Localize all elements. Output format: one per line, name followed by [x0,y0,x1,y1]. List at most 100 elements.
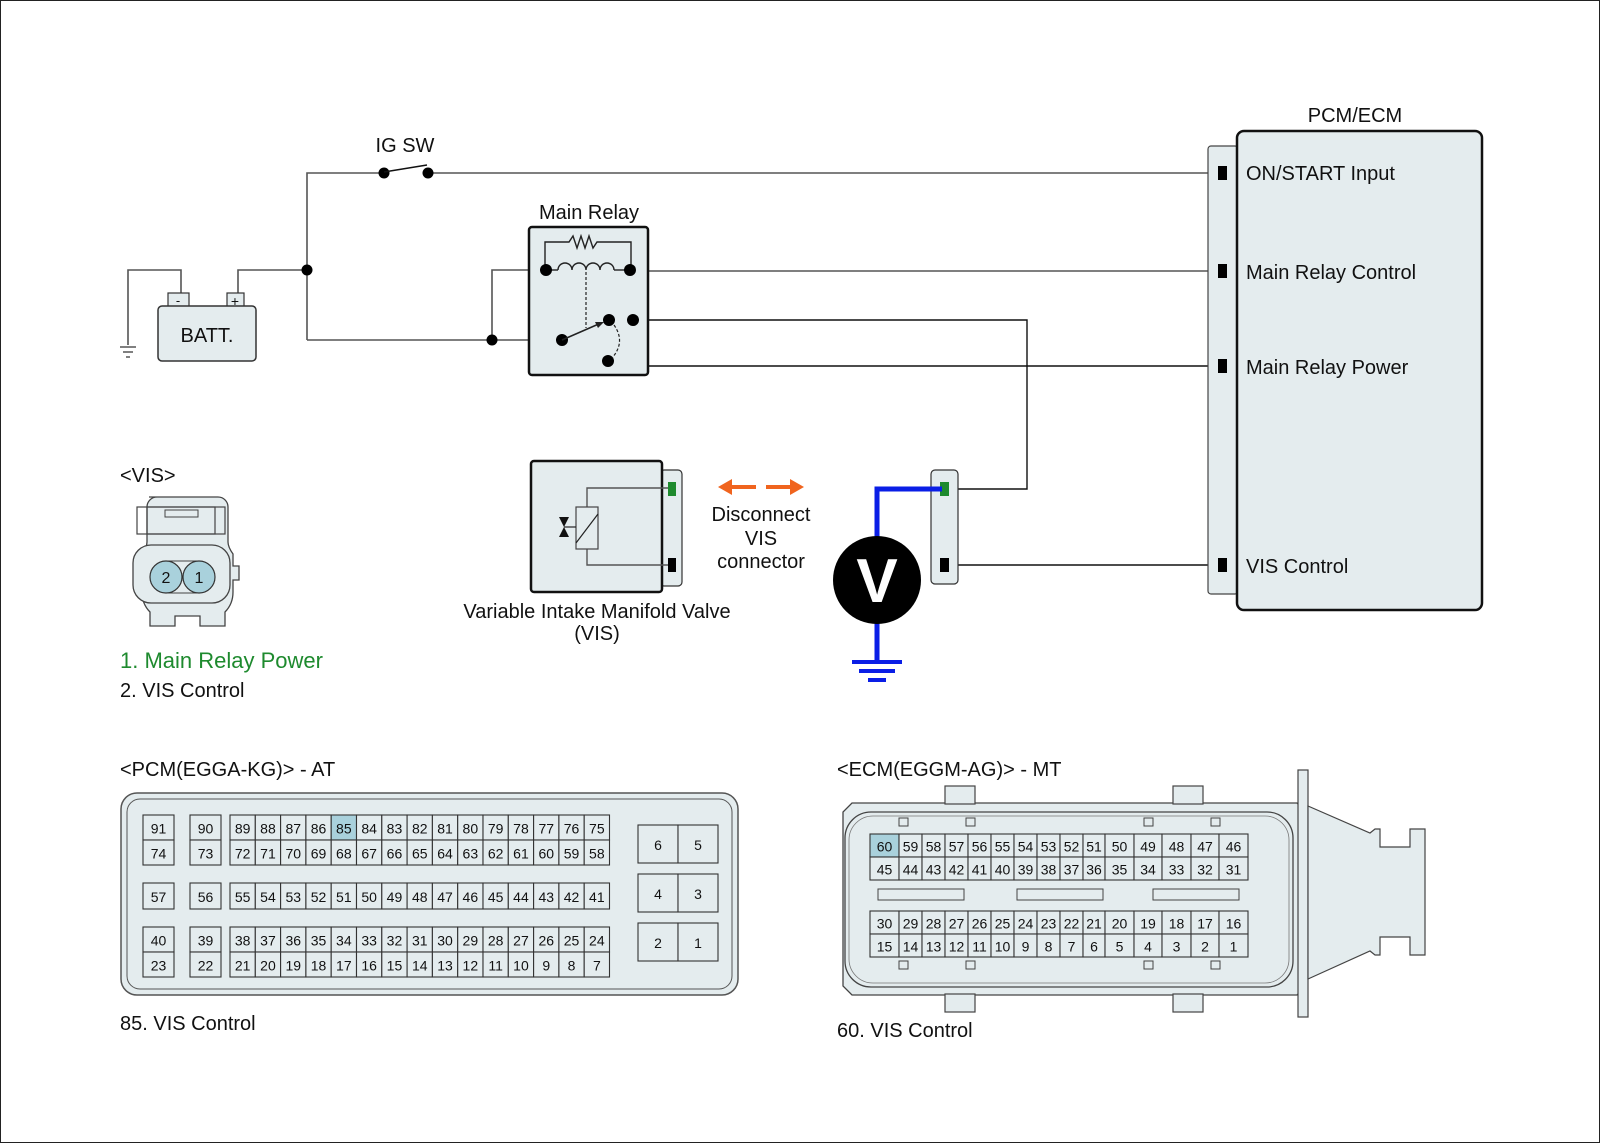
pin-53: 53 [1036,833,1061,858]
svg-text:14: 14 [903,939,919,955]
svg-text:2: 2 [162,570,171,587]
svg-text:44: 44 [513,889,529,905]
pin-35: 35 [305,926,332,953]
svg-text:4: 4 [1144,939,1152,955]
vis-valve-sublabel: (VIS) [574,623,620,645]
pin-25: 25 [990,910,1015,935]
svg-text:62: 62 [488,846,504,862]
svg-text:58: 58 [589,846,605,862]
pin-59: 59 [898,833,923,858]
pin-31: 31 [406,926,433,953]
svg-text:3: 3 [694,886,702,902]
svg-text:22: 22 [1064,916,1080,932]
pin-51: 51 [330,882,358,910]
disconnect-label-3: connector [717,551,805,573]
svg-text:47: 47 [437,889,453,905]
disconnect-arrows-icon [718,479,804,495]
svg-text:35: 35 [311,933,327,949]
pin-19: 19 [280,951,307,978]
svg-text:64: 64 [437,846,453,862]
svg-text:79: 79 [488,821,504,837]
svg-text:55: 55 [995,839,1011,855]
pin-54: 54 [1013,833,1038,858]
svg-text:60: 60 [538,846,554,862]
ig-switch-label: IG SW [376,135,435,157]
vis-pin-1 [182,560,216,594]
pin-43: 43 [533,882,560,910]
svg-text:54: 54 [260,889,276,905]
svg-text:11: 11 [972,939,987,955]
svg-text:38: 38 [235,933,251,949]
svg-text:80: 80 [463,821,479,837]
vis-pin-1-marker [668,482,676,496]
pin-21: 21 [229,951,256,978]
main-relay-power-wire [633,320,1222,367]
pcm-caption: 85. VIS Control [120,1013,256,1035]
main-relay-label: Main Relay [539,202,639,224]
pin-52: 52 [305,882,332,910]
svg-text:17: 17 [336,958,352,974]
svg-text:20: 20 [1112,916,1128,932]
svg-text:8: 8 [568,958,576,974]
svg-text:7: 7 [1068,939,1076,955]
svg-text:18: 18 [311,958,327,974]
pin-33: 33 [355,926,383,953]
svg-text:13: 13 [437,958,453,974]
svg-text:48: 48 [1169,839,1185,855]
pin-38: 38 [229,926,256,953]
svg-text:82: 82 [412,821,428,837]
pin-13: 13 [921,933,946,958]
pin-81: 81 [431,814,459,841]
svg-text:15: 15 [387,958,403,974]
svg-text:59: 59 [564,846,580,862]
svg-text:1: 1 [694,935,702,951]
pin-57: 57 [142,882,175,910]
pin-6: 6 [637,824,679,864]
pin-41: 41 [967,856,992,881]
pin-46: 46 [1218,833,1249,858]
svg-text:3: 3 [1173,939,1181,955]
pin-34: 34 [1133,856,1163,881]
svg-text:25: 25 [995,916,1011,932]
vis-connector-view: <VIS> 2 1 1. Main Relay Power 2. VIS Con… [120,465,323,702]
svg-text:32: 32 [387,933,403,949]
svg-text:36: 36 [1086,862,1102,878]
svg-text:21: 21 [1086,916,1102,932]
pin-4: 4 [637,873,679,913]
pin-2: 2 [637,922,679,962]
pin-60: 60 [869,833,900,858]
svg-text:33: 33 [1169,862,1185,878]
pin-84: 84 [355,814,383,841]
meter-positive-lead [874,486,942,540]
pin-4: 4 [1133,933,1163,958]
pin-30: 30 [431,926,459,953]
svg-text:81: 81 [437,821,453,837]
pin-25: 25 [558,926,585,953]
resistor-icon [544,233,632,270]
svg-text:52: 52 [311,889,327,905]
ecm-caption: 60. VIS Control [837,1020,973,1042]
relay-coil-icon [557,262,615,271]
pin-91: 91 [142,814,175,841]
svg-text:26: 26 [538,933,554,949]
pin-65: 65 [406,839,433,866]
pcm-connector-title: <PCM(EGGA-KG)> - AT [120,759,335,781]
svg-text:30: 30 [437,933,453,949]
svg-text:13: 13 [926,939,942,955]
svg-text:37: 37 [260,933,276,949]
pin-29: 29 [898,910,923,935]
svg-text:14: 14 [412,958,428,974]
disconnect-label-2: VIS [745,528,777,550]
pin-22: 22 [189,951,222,978]
svg-text:74: 74 [151,846,167,862]
svg-text:56: 56 [972,839,988,855]
ecm-connector-title: <ECM(EGGM-AG)> - MT [837,759,1061,781]
vis-legend-pin-1: 1. Main Relay Power [120,648,323,673]
pin-45: 45 [482,882,509,910]
battery-ground-wire [127,269,182,345]
svg-text:49: 49 [387,889,403,905]
pin-42: 42 [558,882,585,910]
pin-36: 36 [1082,856,1106,881]
